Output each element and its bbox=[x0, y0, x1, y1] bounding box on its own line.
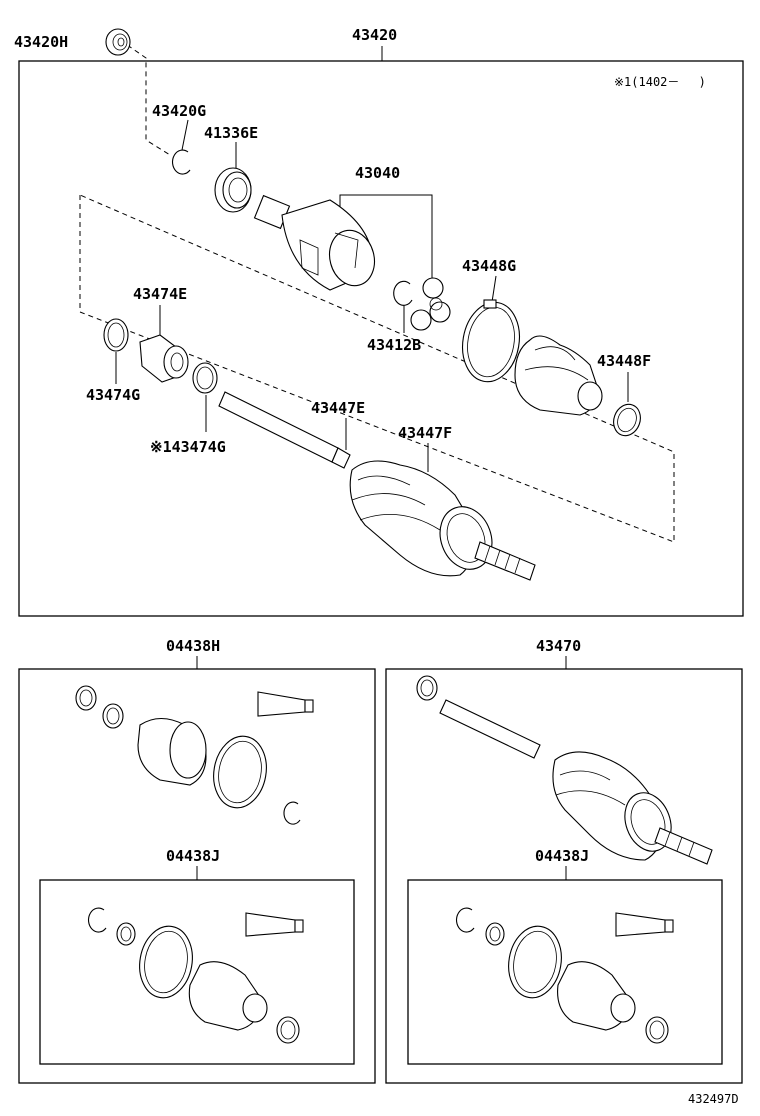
label-04438H: 04438H bbox=[166, 637, 220, 655]
inboard-joint-43040-drawing bbox=[253, 194, 376, 291]
label-41336E: 41336E bbox=[204, 124, 258, 142]
main-assembly-frame bbox=[18, 60, 744, 617]
label-43412B: 43412B bbox=[367, 336, 421, 354]
shaft-assembly-frame bbox=[385, 668, 743, 1084]
clamp-43448G-drawing bbox=[462, 299, 520, 383]
tripod-spider-drawing bbox=[410, 277, 451, 331]
damper-43474E-drawing bbox=[139, 334, 189, 383]
leader-43420G bbox=[181, 119, 189, 151]
seal-41336E-drawing bbox=[214, 167, 252, 213]
kit-04438H-drawing bbox=[75, 685, 314, 825]
shaft-assembly-43470-drawing bbox=[416, 675, 713, 865]
snap-ring-43412B-drawing bbox=[393, 280, 413, 306]
label-43447E: 43447E bbox=[311, 399, 365, 417]
kit-04438J-left-drawing bbox=[87, 907, 304, 1044]
label-43470: 43470 bbox=[536, 637, 581, 655]
clamp-43474G-drawing bbox=[103, 318, 129, 352]
snap-ring-43420G-drawing bbox=[171, 149, 191, 175]
clamp-43448F-drawing bbox=[613, 403, 641, 437]
leader-dashed-43420H bbox=[119, 39, 171, 156]
label-43420G: 43420G bbox=[152, 102, 206, 120]
label-43474E: 43474E bbox=[133, 285, 187, 303]
leader-43448G bbox=[491, 275, 497, 303]
label-04438J-left: 04438J bbox=[166, 847, 220, 865]
label-43420: 43420 bbox=[352, 26, 397, 44]
kit-04438J-right-drawing bbox=[455, 907, 674, 1044]
label-43420H: 43420H bbox=[14, 33, 68, 51]
label-43448F: 43448F bbox=[597, 352, 651, 370]
bearing-43420H-drawing bbox=[105, 28, 131, 56]
label-43448G: 43448G bbox=[462, 257, 516, 275]
label-43474G-note: ※143474G bbox=[150, 438, 226, 456]
note-range: ※1(1402－ ) bbox=[614, 75, 706, 89]
inboard-boot-drawing bbox=[514, 335, 603, 416]
boot-kit-inner-frame-right bbox=[407, 879, 723, 1065]
drive-shaft-drawing bbox=[218, 391, 536, 581]
clamp-43474G-note-drawing bbox=[192, 362, 218, 394]
label-04438J-right: 04438J bbox=[535, 847, 589, 865]
label-43040: 43040 bbox=[355, 164, 400, 182]
label-43474G: 43474G bbox=[86, 386, 140, 404]
diagram-reference: 432497D bbox=[688, 1092, 739, 1106]
label-43447F: 43447F bbox=[398, 424, 452, 442]
